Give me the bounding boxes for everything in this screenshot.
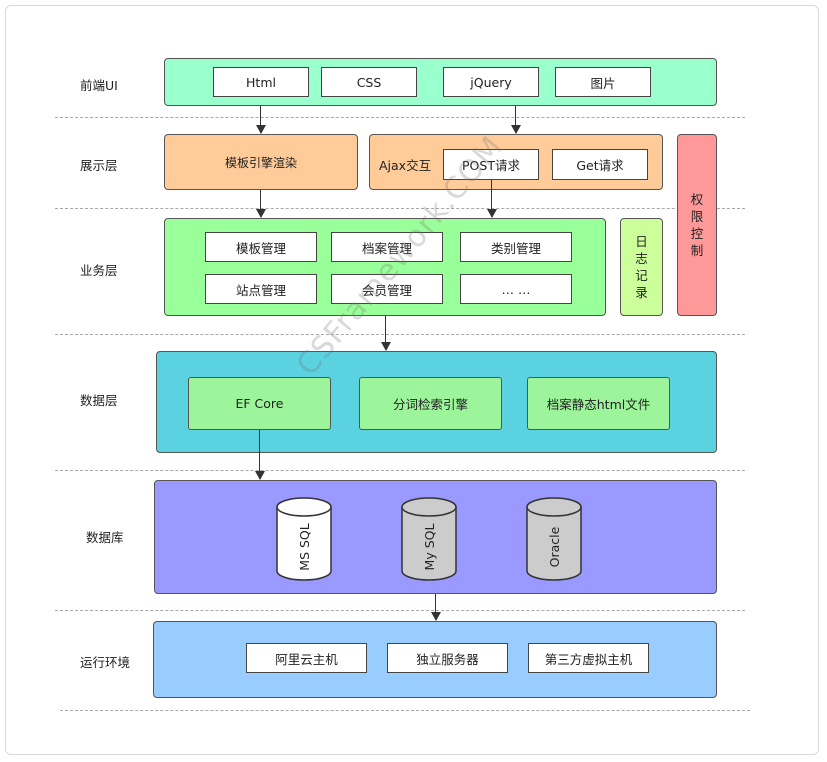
log-char: 志 (635, 251, 648, 266)
data-item-ef-core: EF Core (188, 377, 331, 430)
permission-char: 权 (690, 192, 704, 207)
data-item-search-engine: 分词检索引擎 (359, 377, 502, 430)
runtime-item-virtual-host: 第三方虚拟主机 (528, 643, 649, 673)
separator-line (55, 470, 745, 471)
arrow-efcore-to-database (254, 430, 265, 480)
log-char: 记 (635, 268, 648, 283)
get-request-box: Get请求 (552, 149, 648, 180)
permission-control-box: 权 限 控 制 (677, 134, 717, 316)
log-char: 日 (635, 234, 648, 249)
database-cylinder-oracle: Oracle (526, 497, 582, 581)
layer-label-frontend: 前端UI (80, 78, 118, 93)
ajax-label: Ajax交互 (379, 158, 432, 173)
business-item-archive-mgmt: 档案管理 (331, 232, 443, 262)
layer-label-runtime: 运行环境 (80, 655, 131, 670)
log-record-box: 日 志 记 录 (620, 218, 663, 316)
arrow-template-to-business (255, 190, 266, 218)
business-item-template-mgmt: 模板管理 (205, 232, 317, 262)
database-cylinder-mssql: MS SQL (276, 497, 332, 581)
layer-label-data: 数据层 (80, 393, 118, 408)
log-char: 录 (635, 285, 648, 300)
separator-line (60, 710, 750, 711)
database-label-mysql: My SQL (422, 524, 437, 571)
business-item-category-mgmt: 类别管理 (460, 232, 572, 262)
post-request-box: POST请求 (443, 149, 539, 180)
frontend-item-html: Html (213, 67, 309, 97)
business-item-member-mgmt: 会员管理 (331, 274, 443, 304)
database-label-oracle: Oracle (547, 526, 562, 567)
separator-line (55, 334, 745, 335)
frontend-item-jquery: jQuery (443, 67, 539, 97)
diagram-frame (5, 5, 819, 755)
data-item-static-html: 档案静态html文件 (527, 377, 670, 430)
separator-line (55, 610, 745, 611)
business-item-more: … … (460, 274, 572, 304)
permission-char: 制 (690, 243, 704, 258)
frontend-item-image: 图片 (555, 67, 651, 97)
permission-char: 控 (690, 226, 704, 241)
frontend-item-css: CSS (321, 67, 417, 97)
arrow-business-to-data (380, 316, 391, 351)
arrow-database-to-runtime (430, 594, 441, 621)
database-cylinder-mysql: My SQL (401, 497, 457, 581)
layer-label-database: 数据库 (86, 530, 124, 545)
layer-label-business: 业务层 (80, 263, 118, 278)
business-item-site-mgmt: 站点管理 (205, 274, 317, 304)
arrow-frontend-to-template (255, 106, 266, 134)
arrow-ajax-to-business (486, 180, 497, 218)
permission-char: 限 (690, 209, 704, 224)
database-label-mssql: MS SQL (297, 523, 312, 570)
layer-label-presentation: 展示层 (80, 158, 118, 173)
separator-line (55, 208, 745, 209)
separator-line (55, 117, 745, 118)
template-engine-label: 模板引擎渲染 (224, 155, 297, 170)
arrow-frontend-to-ajax (510, 106, 521, 134)
template-engine-box: 模板引擎渲染 (164, 134, 358, 190)
runtime-item-dedicated-server: 独立服务器 (387, 643, 508, 673)
runtime-item-aliyun: 阿里云主机 (246, 643, 367, 673)
